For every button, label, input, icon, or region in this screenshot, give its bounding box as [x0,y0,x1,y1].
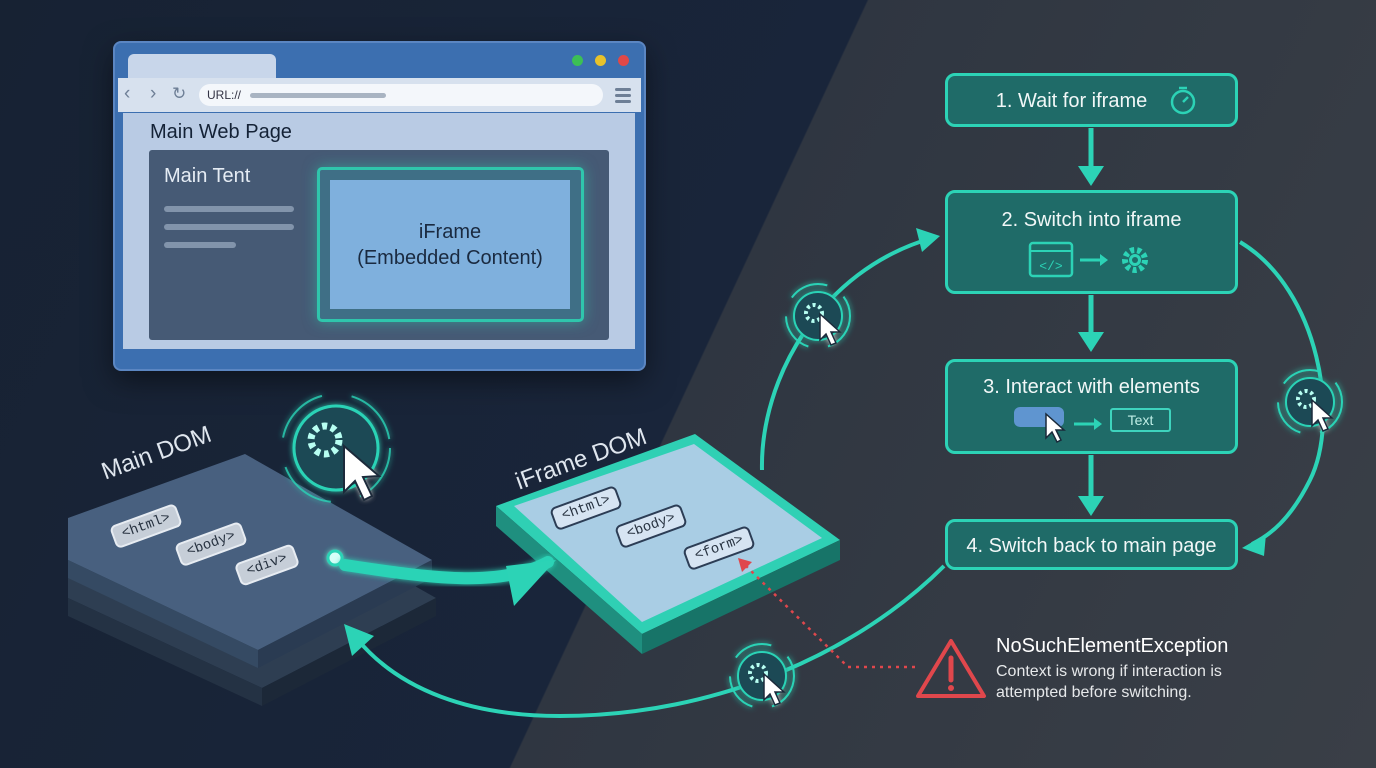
menu-icon[interactable] [615,88,631,91]
return-arrow [356,564,946,719]
step-4-label: 4. Switch back to main page [966,535,1217,557]
step-3-label: 3. Interact with elements [983,376,1200,398]
url-placeholder-line [250,93,386,98]
stopwatch-icon [1170,86,1196,115]
step-1-label: 1. Wait for iframe [995,90,1148,112]
page-title: Main Web Page [150,121,292,143]
error-title: NoSuchElementException [996,635,1229,657]
step-wait-for-iframe: 1. Wait for iframe [945,73,1238,127]
main-content-title: Main Tent [164,165,251,187]
iframe-sublabel: (Embedded Content) [357,247,543,269]
gear-cursor-badge-icon [1277,369,1343,435]
code-window-icon: </> [1028,241,1148,278]
error-pointer-head [738,558,752,572]
connector-2-3-head [1078,332,1104,352]
gear-cursor-badge-icon [785,283,851,349]
loop-down-arrow [1238,240,1326,546]
browser-tab[interactable] [128,54,276,78]
pin-base [326,549,344,567]
url-bar[interactable] [199,84,603,106]
iframe-content [330,180,570,309]
loop-up-arrowhead [916,228,940,252]
menu-icon-line [615,100,631,103]
step-switch-back-to-main: 4. Switch back to main page [945,519,1238,570]
text-input-chip: Text [1110,408,1171,432]
button-click-icon [1014,407,1102,444]
error-pointer [743,563,915,669]
connector-1-2-head [1078,166,1104,186]
minimize-dot-icon[interactable] [595,55,606,66]
text-line [164,206,294,212]
menu-icon-line [615,94,631,97]
text-line [164,242,236,248]
reload-icon[interactable]: ↻ [172,84,187,103]
step-switch-into-iframe: 2. Switch into iframe [945,190,1238,294]
return-arrowhead [344,624,374,656]
maximize-dot-icon[interactable] [572,55,583,66]
back-icon[interactable]: ‹ [124,83,131,104]
step-interact-with-elements: 3. Interact with elements [945,359,1238,454]
connector-3-4-head [1078,496,1104,516]
gear-cursor-badge-icon [729,643,795,709]
text-line [164,224,294,230]
svg-text:</>: </> [1039,259,1063,274]
loop-down-arrowhead [1242,534,1266,556]
step-2-label: 2. Switch into iframe [1001,209,1182,231]
url-prefix: URL:// [207,88,242,102]
main-dom-platform [68,454,436,706]
switch-in-arrowhead [506,560,556,606]
warning-icon [916,639,986,698]
forward-icon[interactable]: › [150,83,157,104]
iframe-dom-platform [496,434,840,654]
close-dot-icon[interactable] [618,55,629,66]
iframe-label: iFrame [418,221,482,243]
error-description: Context is wrong if interaction is attem… [996,663,1222,701]
gear-cursor-big-icon [281,393,391,503]
loop-up-arrow [759,236,933,471]
